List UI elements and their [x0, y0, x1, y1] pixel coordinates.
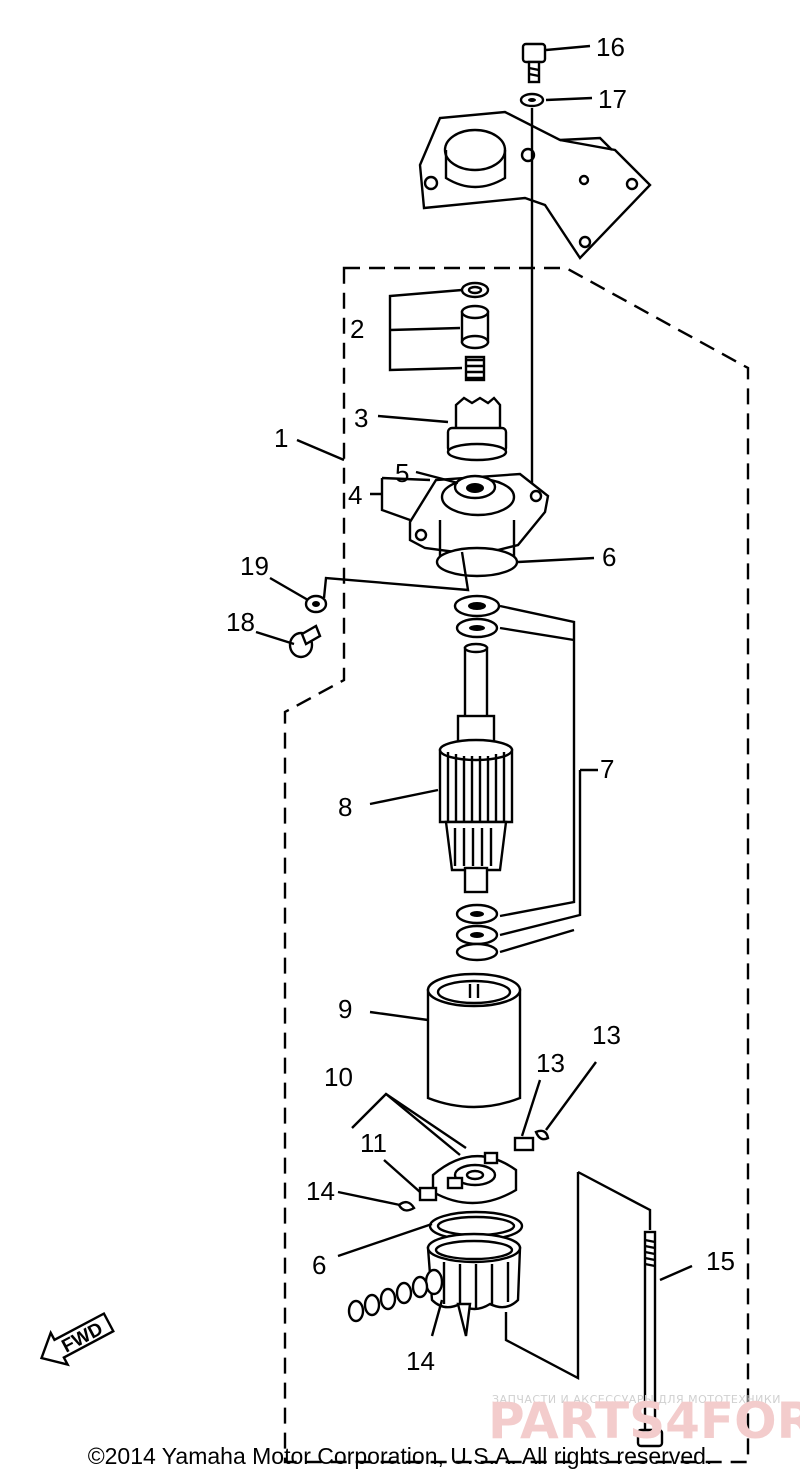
callout-12: 13: [536, 1048, 565, 1078]
callout-7: 7: [600, 754, 614, 784]
springs-14: [347, 1275, 429, 1323]
callout-13-left: 14: [306, 1176, 335, 1206]
yoke-9: [426, 972, 522, 1109]
callout-2: 2: [350, 314, 364, 344]
fwd-arrow-icon: FWD: [39, 1311, 115, 1367]
bolt-18: [288, 624, 322, 659]
spring-13-left: [397, 1200, 416, 1212]
callout-6-upper: 6: [602, 542, 616, 572]
callout-4: 4: [348, 480, 362, 510]
callout-3: 3: [354, 403, 368, 433]
callout-18: 18: [226, 607, 255, 637]
callout-1: 1: [274, 423, 288, 453]
mounting-bracket: [418, 110, 652, 260]
watermark-tagline: ЗАПЧАСТИ И АКСЕССУАРЫ ДЛЯ МОТОТЕХНИКИ: [492, 1393, 781, 1406]
callout-16: 16: [596, 32, 625, 62]
callout-5: 5: [395, 458, 409, 488]
washer-set-7-lower: [455, 903, 499, 962]
spring-13-right: [534, 1129, 550, 1141]
callout-17: 17: [598, 84, 627, 114]
pinion-3: [446, 396, 508, 462]
bolt-16: [521, 42, 547, 84]
assembly-boundary: [283, 266, 750, 1464]
copyright-notice: ©2014 Yamaha Motor Corporation, U.S.A. A…: [87, 1443, 713, 1469]
callout-15-label: 15: [706, 1246, 735, 1276]
washer-set-7-upper: [453, 594, 501, 639]
watermark-logo: PARTS4FOR.RU: [488, 1392, 800, 1450]
callout-14-text: 14: [406, 1346, 435, 1376]
stopper-kit-2: [460, 281, 490, 382]
brush-12: [513, 1136, 535, 1152]
through-bolt-15: [636, 1230, 664, 1448]
brush-11: [418, 1186, 438, 1202]
washer-19: [304, 594, 328, 614]
callout-6-lower: 6: [312, 1250, 326, 1280]
callout-13-right: 13: [592, 1020, 621, 1050]
callout-19: 19: [240, 551, 269, 581]
callout-11: 11: [360, 1128, 387, 1158]
callout-10: 10: [324, 1062, 353, 1092]
armature-8: [438, 642, 514, 894]
brush-holder-10: [431, 1151, 518, 1205]
callout-9: 9: [338, 994, 352, 1024]
front-cover-4: [408, 472, 550, 578]
callout-8: 8: [338, 792, 352, 822]
rear-cover-14: [424, 1232, 522, 1337]
